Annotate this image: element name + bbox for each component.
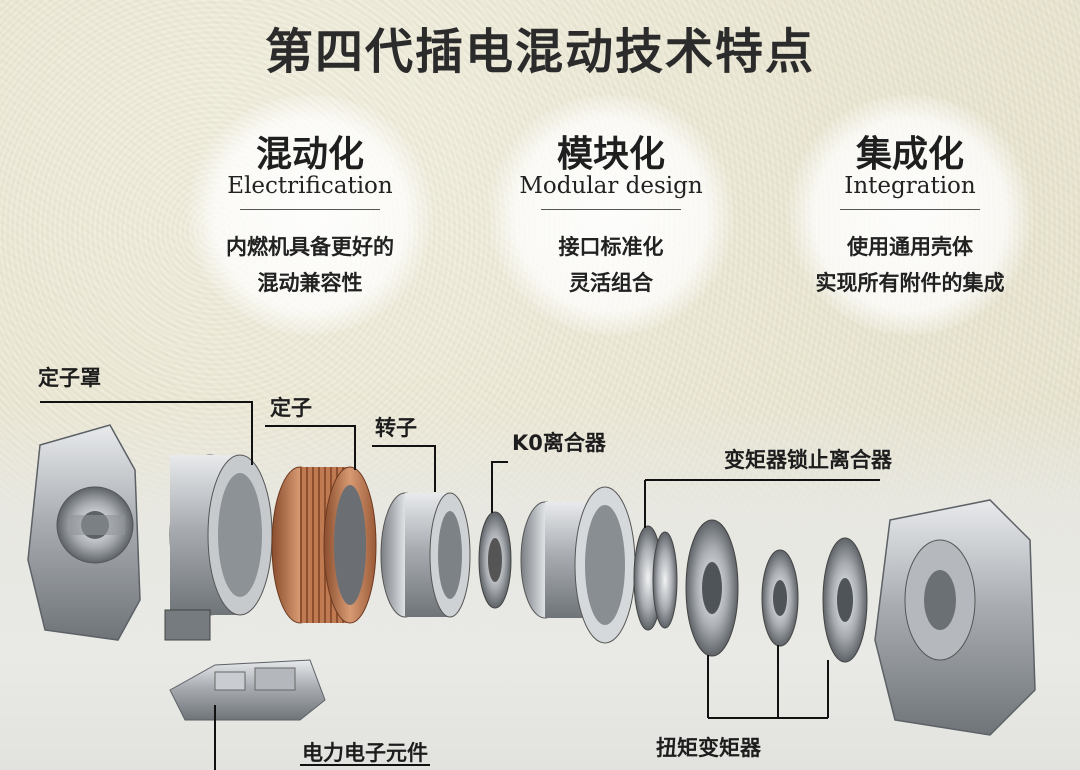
feature-heading: 混动化 bbox=[255, 133, 364, 175]
label-rotor: 转子 bbox=[375, 416, 417, 440]
clutch-drum-part bbox=[520, 486, 636, 644]
label-torque-converter: 扭矩变矩器 bbox=[656, 736, 761, 760]
power-electronics-part bbox=[169, 659, 326, 721]
feature-desc-line: 接口标准化 bbox=[558, 234, 664, 259]
label-k0-clutch: K0离合器 bbox=[512, 431, 606, 455]
stator-copper-part bbox=[271, 466, 377, 624]
label-stator: 定子 bbox=[270, 396, 312, 420]
k0-clutch-part bbox=[478, 511, 512, 609]
feature-english: Modular design bbox=[519, 173, 703, 199]
label-stator-cover: 定子罩 bbox=[38, 366, 101, 390]
label-power-electronics: 电力电子元件 bbox=[302, 741, 428, 765]
feature-divider bbox=[240, 209, 380, 210]
lockup-clutch-part bbox=[633, 525, 678, 631]
feature-desc-line: 内燃机具备更好的 bbox=[226, 234, 394, 259]
feature-divider bbox=[541, 209, 681, 210]
rotor-part bbox=[380, 492, 471, 618]
feature-card-modular: 模块化 Modular design 接口标准化 灵活组合 bbox=[486, 95, 736, 335]
leader-lines bbox=[40, 401, 880, 770]
feature-card-electrification: 混动化 Electrification 内燃机具备更好的 混动兼容性 bbox=[185, 95, 435, 335]
stator-housing-part bbox=[164, 454, 273, 641]
feature-english: Electrification bbox=[227, 173, 393, 199]
feature-divider bbox=[840, 209, 980, 210]
transmission-housing-part bbox=[874, 499, 1036, 736]
page-title: 第四代插电混动技术特点 bbox=[264, 24, 815, 80]
feature-heading: 模块化 bbox=[556, 133, 665, 175]
stator-cover-part bbox=[27, 424, 141, 641]
feature-heading: 集成化 bbox=[855, 133, 964, 175]
feature-desc-line: 灵活组合 bbox=[569, 270, 653, 295]
feature-desc-line: 混动兼容性 bbox=[257, 270, 363, 295]
feature-desc-line: 实现所有附件的集成 bbox=[815, 270, 1005, 295]
label-lockup-clutch: 变矩器锁止离合器 bbox=[724, 448, 892, 472]
torque-converter-part bbox=[685, 519, 868, 663]
feature-desc-line: 使用通用壳体 bbox=[847, 234, 973, 259]
feature-english: Integration bbox=[844, 173, 976, 199]
feature-card-integration: 集成化 Integration 使用通用壳体 实现所有附件的集成 bbox=[785, 95, 1035, 335]
